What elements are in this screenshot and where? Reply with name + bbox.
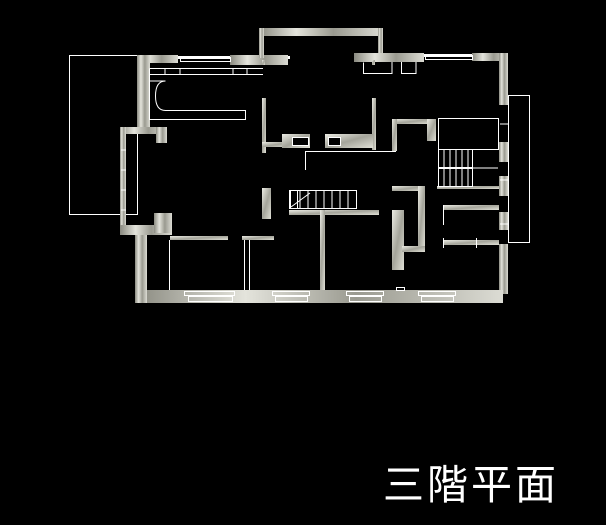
- curved-bench: [149, 68, 263, 120]
- staircase-right: [438, 149, 473, 187]
- left-terrace-outline: [69, 55, 138, 215]
- exterior-walls: [120, 28, 508, 303]
- staircase-central: [290, 190, 357, 209]
- right-terrace-outline: [508, 95, 530, 243]
- interior-lines: [169, 62, 499, 291]
- windows: [121, 55, 508, 302]
- plan-title: 三階平面: [383, 461, 559, 509]
